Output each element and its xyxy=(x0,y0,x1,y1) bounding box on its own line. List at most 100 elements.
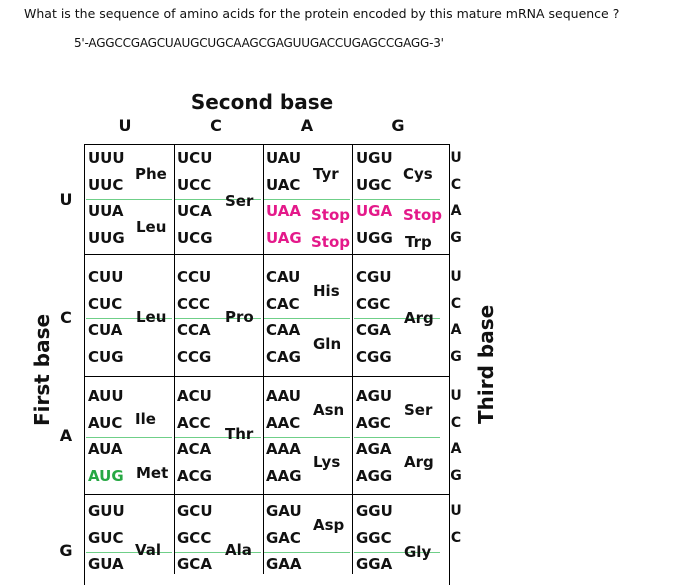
codon-cell: AAG xyxy=(266,467,302,485)
aa-met: Met xyxy=(136,464,169,482)
third-base-title: Third base xyxy=(474,304,498,424)
codon-divider xyxy=(175,318,261,319)
codon-cell: CAG xyxy=(266,348,301,366)
codon-cell: UCC xyxy=(177,176,212,194)
first-base-title: First base xyxy=(30,313,54,426)
second-base-g: G xyxy=(391,116,405,135)
codon-divider xyxy=(354,199,440,200)
codon-cell: UGU xyxy=(356,149,393,167)
aa-asn: Asn xyxy=(313,401,345,419)
codon-cell: AGG xyxy=(356,467,393,485)
codon-cell: UAG xyxy=(266,229,302,247)
third-base-label: A xyxy=(450,441,462,457)
codon-cell: UCG xyxy=(177,229,213,247)
codon-cell: AUG xyxy=(88,467,124,485)
third-base-label: A xyxy=(450,203,462,219)
aa-leu: Leu xyxy=(136,308,167,326)
aa-thr: Thr xyxy=(225,425,254,443)
codon-cell: UAC xyxy=(266,176,301,194)
codon-divider xyxy=(264,318,350,319)
codon-divider xyxy=(264,552,350,553)
second-base-a: A xyxy=(300,116,314,135)
aa-val: Val xyxy=(135,541,162,559)
question-text: What is the sequence of amino acids for … xyxy=(24,6,620,21)
third-base-label: G xyxy=(450,230,462,246)
codon-divider xyxy=(86,552,172,553)
mrna-sequence: 5'-AGGCCGAGCUAUGCUGCAAGCGAGUUGACCUGAGCCG… xyxy=(74,36,444,50)
codon-cell: GCC xyxy=(177,529,212,547)
aa-ser: Ser xyxy=(225,192,254,210)
aa-arg: Arg xyxy=(404,453,434,471)
aa-cys: Cys xyxy=(403,165,433,183)
codon-cell: GAA xyxy=(266,555,302,573)
row-divider xyxy=(84,494,449,495)
codon-cell: CUA xyxy=(88,321,123,339)
codon-divider xyxy=(86,437,172,438)
aa-lys: Lys xyxy=(313,453,341,471)
codon-cell: UUC xyxy=(88,176,124,194)
codon-divider xyxy=(354,318,440,319)
aa-leu: Leu xyxy=(136,218,167,236)
codon-divider xyxy=(264,199,350,200)
codon-cell: ACA xyxy=(177,440,212,458)
codon-cell: UCA xyxy=(177,202,212,220)
aa-ser: Ser xyxy=(404,401,433,419)
codon-cell: CUU xyxy=(88,268,124,286)
codon-divider xyxy=(175,437,261,438)
codon-cell: CAC xyxy=(266,295,300,313)
codon-cell: UUU xyxy=(88,149,125,167)
second-base-title: Second base xyxy=(190,90,334,114)
codon-cell: CUG xyxy=(88,348,124,366)
third-base-label: C xyxy=(450,296,462,312)
codon-cell: AGU xyxy=(356,387,393,405)
column-divider xyxy=(352,144,353,574)
second-base-u: U xyxy=(118,116,132,135)
codon-cell: AUC xyxy=(88,414,123,432)
codon-divider xyxy=(86,199,172,200)
third-base-label: C xyxy=(450,415,462,431)
codon-cell: ACG xyxy=(177,467,212,485)
aa-gln: Gln xyxy=(313,335,342,353)
first-base-c: C xyxy=(60,308,72,327)
codon-divider xyxy=(175,552,261,553)
codon-cell: CCG xyxy=(177,348,212,366)
codon-cell: CGC xyxy=(356,295,391,313)
codon-cell: CAU xyxy=(266,268,301,286)
aa-stop: Stop xyxy=(311,206,351,224)
codon-cell: GUA xyxy=(88,555,124,573)
codon-cell: GCA xyxy=(177,555,212,573)
codon-cell: CCA xyxy=(177,321,211,339)
codon-divider xyxy=(264,437,350,438)
codon-divider xyxy=(354,437,440,438)
codon-divider xyxy=(175,199,261,200)
codon-cell: AAU xyxy=(266,387,301,405)
codon-cell: ACU xyxy=(177,387,212,405)
codon-cell: CGG xyxy=(356,348,392,366)
codon-divider xyxy=(354,552,440,553)
codon-cell: GGC xyxy=(356,529,392,547)
first-base-g: G xyxy=(59,541,73,560)
codon-cell: UGA xyxy=(356,202,393,220)
codon-cell: UGC xyxy=(356,176,392,194)
row-divider xyxy=(84,254,449,255)
codon-cell: GUU xyxy=(88,502,125,520)
codon-cell: GGA xyxy=(356,555,393,573)
aa-stop: Stop xyxy=(403,206,443,224)
column-divider xyxy=(174,144,175,574)
codon-cell: UAA xyxy=(266,202,301,220)
third-base-label: G xyxy=(450,468,462,484)
codon-cell: AGC xyxy=(356,414,391,432)
column-divider xyxy=(263,144,264,574)
codon-cell: UAU xyxy=(266,149,302,167)
third-base-label: A xyxy=(450,322,462,338)
third-base-label: U xyxy=(450,269,462,285)
codon-cell: UUA xyxy=(88,202,124,220)
third-base-label: C xyxy=(450,177,462,193)
first-base-a: A xyxy=(59,426,73,445)
third-base-label: U xyxy=(450,503,462,519)
codon-cell: AUU xyxy=(88,387,124,405)
aa-tyr: Tyr xyxy=(313,165,339,183)
third-base-label: G xyxy=(450,349,462,365)
aa-asp: Asp xyxy=(313,516,345,534)
codon-cell: AAA xyxy=(266,440,301,458)
